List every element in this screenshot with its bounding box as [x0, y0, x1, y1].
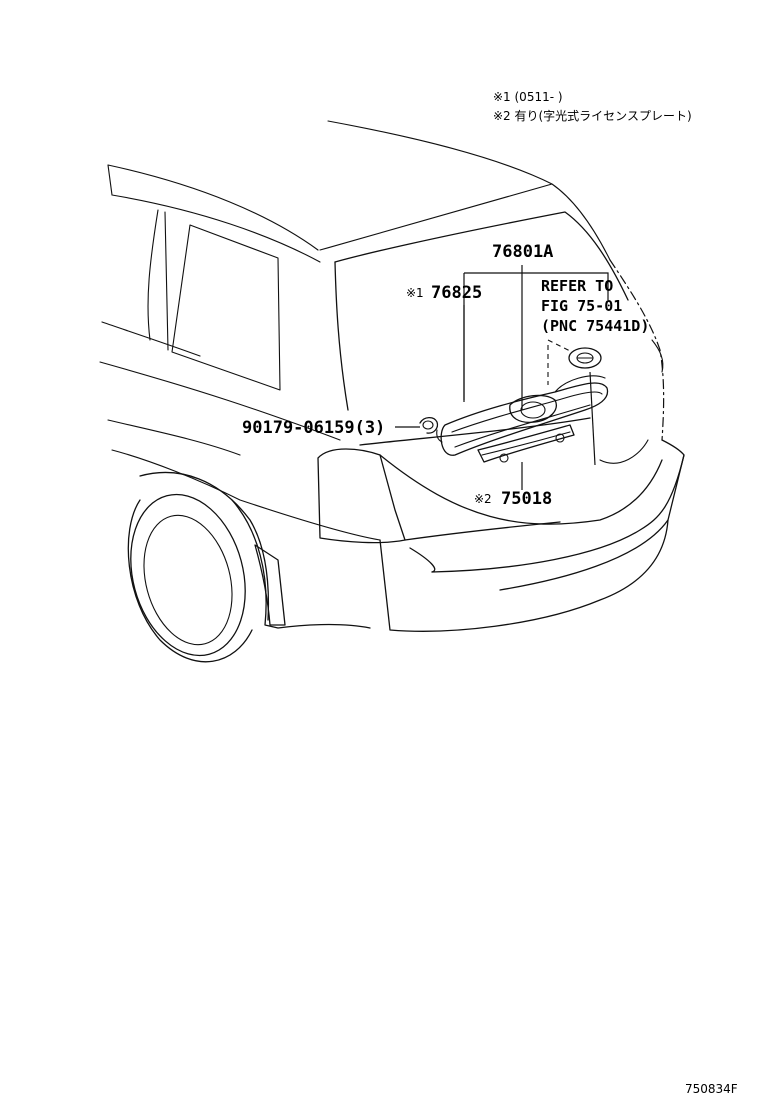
label-refer-line-3: (PNC 75441D) [541, 317, 649, 335]
license-garnish [440, 375, 609, 456]
clip-icon [419, 416, 443, 443]
label-refer-line-1: REFER TO [541, 277, 613, 295]
label-plate-mark: ※2 [474, 492, 492, 506]
label-plate-lamp: 75018 [501, 489, 552, 509]
emblem-icon [568, 347, 602, 369]
license-plate-lamp [477, 424, 575, 463]
label-garnish: 76825 [431, 283, 482, 303]
legend-note-2: ※2 有り(字光式ライセンスプレート) [493, 108, 692, 123]
label-garnish-mark: ※1 [406, 286, 424, 300]
label-clip: 90179-06159(3) [242, 418, 385, 438]
leader-lines [395, 265, 609, 490]
vehicle-outline [99, 120, 685, 663]
label-assembly: 76801A [492, 242, 553, 262]
figure-code: 750834F [685, 1082, 738, 1096]
legend-note-1: ※1 (0511- ) [493, 90, 563, 104]
label-refer-line-2: FIG 75-01 [541, 297, 622, 315]
